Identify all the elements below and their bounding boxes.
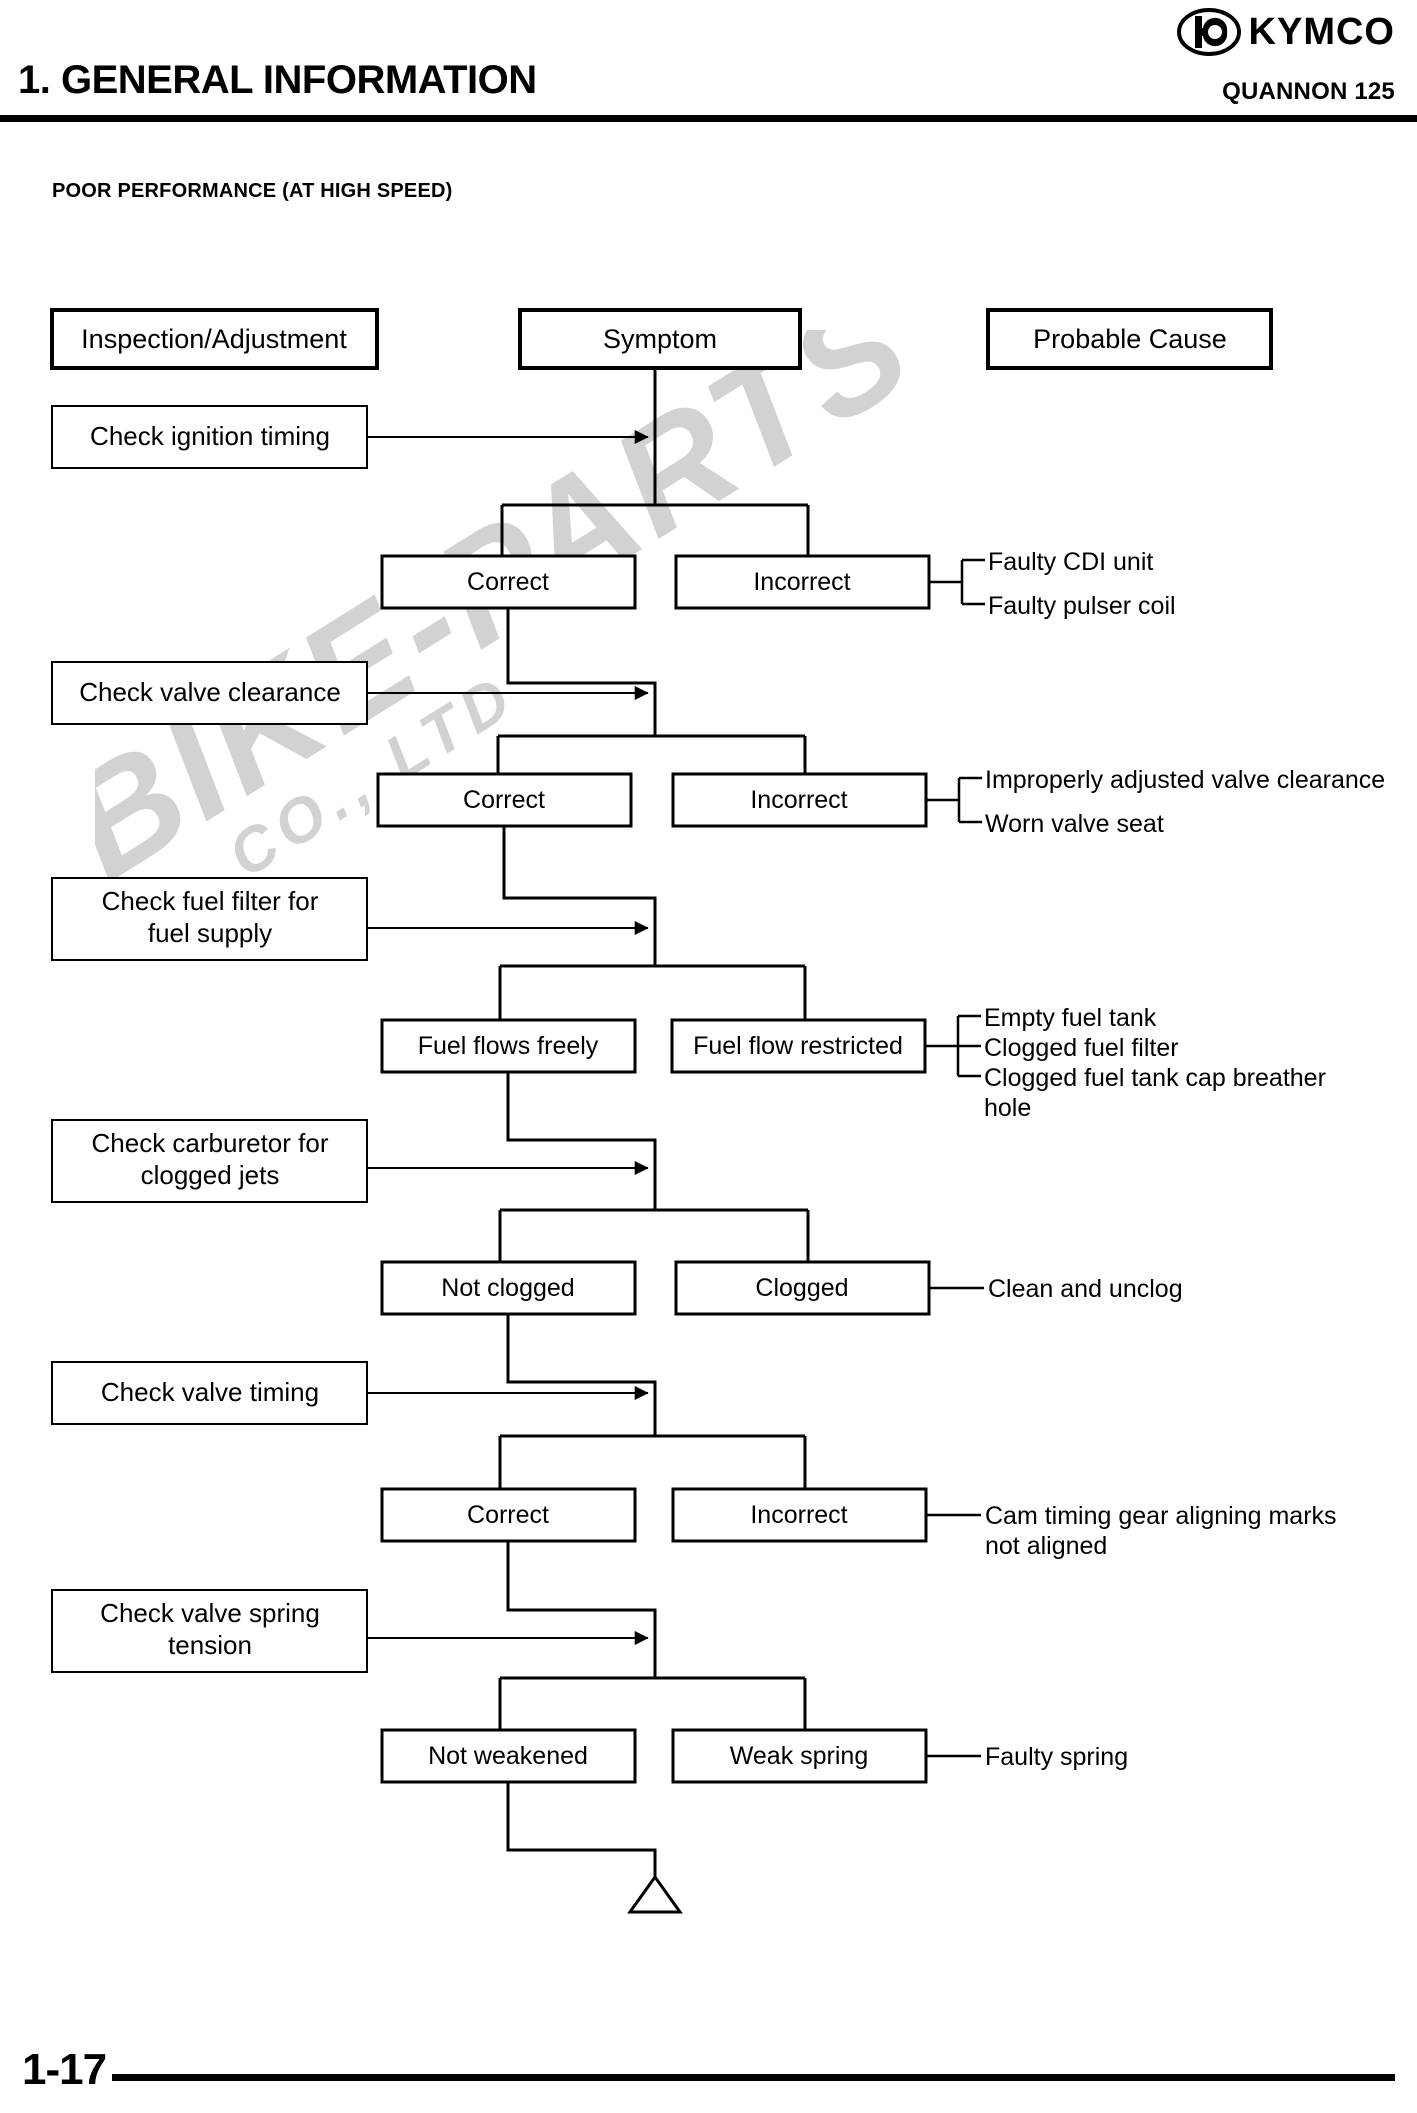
step-2-cause-1: Improperly adjusted valve clearance: [985, 766, 1385, 794]
step-1-ok-label: Correct: [467, 568, 549, 596]
step-3-check-label-line2: fuel supply: [148, 918, 272, 948]
column-header-symptom: Symptom: [518, 308, 802, 370]
footer-divider: [112, 2074, 1395, 2081]
step-2-check-label: Check valve clearance: [79, 677, 341, 707]
page-footer: 1-17: [0, 2003, 1417, 2113]
step-6-check-label-line2: tension: [168, 1630, 252, 1660]
column-header-inspection-label: Inspection/Adjustment: [81, 324, 347, 354]
step-3-ok-label: Fuel flows freely: [418, 1032, 599, 1060]
step-1-ng-box: Incorrect: [674, 554, 931, 610]
column-header-inspection: Inspection/Adjustment: [50, 308, 379, 370]
step-5-check-label: Check valve timing: [101, 1377, 319, 1407]
step-2-ok-box: Correct: [376, 772, 633, 828]
step-5-check-box: Check valve timing: [51, 1361, 368, 1425]
step-4-check-box: Check carburetor for clogged jets: [51, 1119, 368, 1203]
step-5-ng-label: Incorrect: [750, 1501, 847, 1529]
model-name: QUANNON 125: [1222, 78, 1395, 105]
step-2-check-box: Check valve clearance: [51, 661, 368, 725]
step-4-ng-box: Clogged: [674, 1260, 931, 1316]
step-4-continue: [506, 1314, 657, 1400]
step-1-ok-box: Correct: [380, 554, 637, 610]
step-1-cause-bracket: [929, 558, 985, 606]
step-6-check-box: Check valve spring tension: [51, 1589, 368, 1673]
flow-terminator-line: [506, 1782, 657, 1880]
step-2-cause-bracket: [926, 776, 982, 824]
step-3-cause-2: Clogged fuel filter: [984, 1034, 1179, 1062]
step-3-check-box: Check fuel filter for fuel supply: [51, 877, 368, 961]
flow-terminator-triangle-icon: [627, 1874, 683, 1914]
step-2-cause-2: Worn valve seat: [985, 810, 1164, 838]
page-number: 1-17: [22, 2045, 107, 2094]
header-divider: [0, 115, 1417, 122]
step-2-ok-label: Correct: [463, 786, 545, 814]
column-header-symptom-label: Symptom: [603, 324, 717, 354]
kymco-brand-logo: KYMCO: [1176, 6, 1395, 58]
step-2-ng-box: Incorrect: [671, 772, 928, 828]
step-6-ok-label: Not weakened: [428, 1742, 588, 1770]
kymco-wordmark: KYMCO: [1248, 11, 1395, 53]
step-1-check-box: Check ignition timing: [51, 405, 368, 469]
kymco-logo-icon: [1176, 8, 1241, 56]
step-4-check-label-line2: clogged jets: [141, 1160, 280, 1190]
step-1-ng-label: Incorrect: [753, 568, 850, 596]
step-6-ok-box: Not weakened: [380, 1728, 637, 1784]
step-3-ok-box: Fuel flows freely: [380, 1018, 637, 1074]
step-6-ng-box: Weak spring: [671, 1728, 928, 1784]
step-3-cause-bracket: [925, 1014, 981, 1078]
section-title: POOR PERFORMANCE (AT HIGH SPEED): [52, 180, 453, 202]
step-6-check-label-line1: Check valve spring: [100, 1598, 320, 1628]
step-4-ok-box: Not clogged: [380, 1260, 637, 1316]
step-5-ng-box: Incorrect: [671, 1487, 928, 1543]
step-2-continue: [502, 826, 657, 916]
step-3-ng-box: Fuel flow restricted: [670, 1018, 927, 1074]
page-title: 1. GENERAL INFORMATION: [18, 58, 537, 102]
column-header-cause-label: Probable Cause: [1033, 324, 1227, 354]
step-6-ng-label: Weak spring: [730, 1742, 869, 1770]
step-5-continue: [506, 1541, 657, 1628]
page-header: KYMCO 1. GENERAL INFORMATION QUANNON 125: [0, 0, 1417, 130]
step-3-ng-label: Fuel flow restricted: [693, 1032, 903, 1060]
step-3-cause-1: Empty fuel tank: [984, 1004, 1157, 1032]
step-1-cause-2: Faulty pulser coil: [988, 592, 1176, 620]
step-6-cause-1: Faulty spring: [985, 1743, 1128, 1771]
step-1-cause-1: Faulty CDI unit: [988, 548, 1153, 576]
step-4-ng-label: Clogged: [755, 1274, 848, 1302]
step-4-cause-1: Clean and unclog: [988, 1275, 1183, 1303]
step-1-continue: [506, 608, 657, 700]
step-2-ng-label: Incorrect: [750, 786, 847, 814]
step-3-continue: [506, 1072, 657, 1158]
step-3-check-label-line1: Check fuel filter for: [102, 886, 319, 916]
column-header-probable-cause: Probable Cause: [986, 308, 1273, 370]
step-4-check-label-line1: Check carburetor for: [92, 1128, 329, 1158]
step-1-check-label: Check ignition timing: [90, 421, 330, 451]
step-5-ok-box: Correct: [380, 1487, 637, 1543]
step-5-ok-label: Correct: [467, 1501, 549, 1529]
step-4-ok-label: Not clogged: [441, 1274, 574, 1302]
